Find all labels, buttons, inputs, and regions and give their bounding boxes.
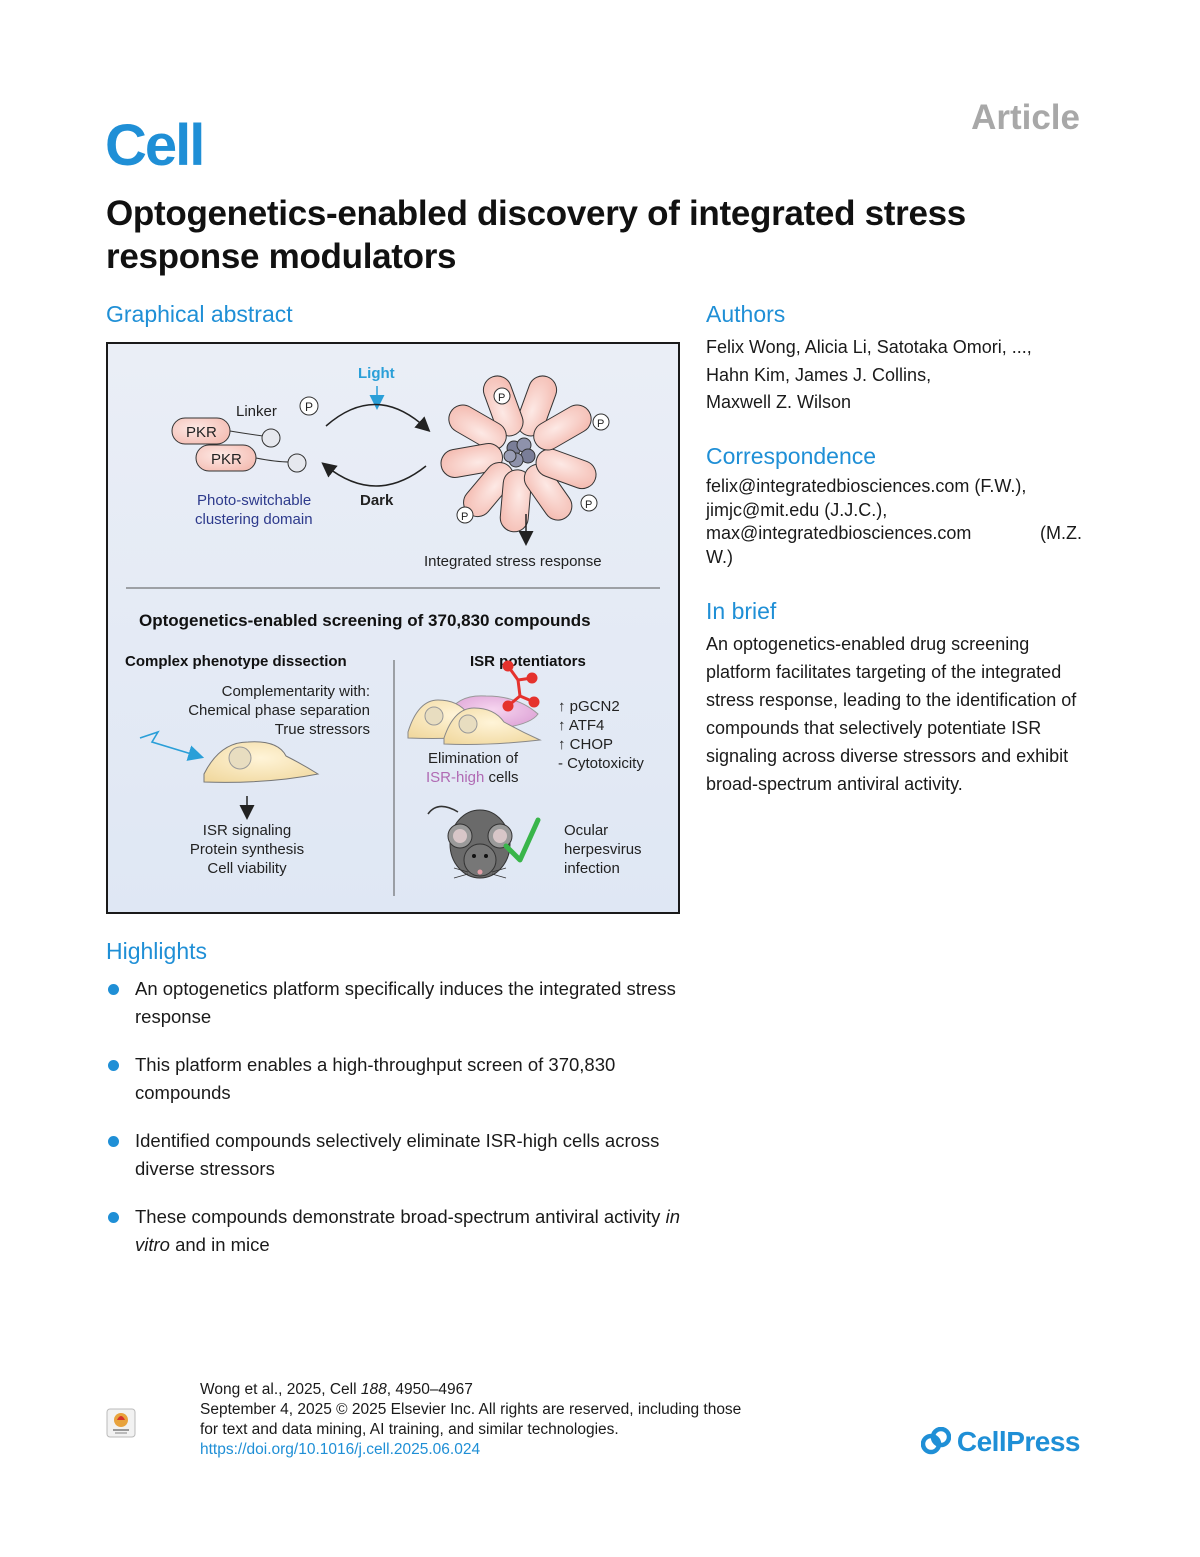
cellpress-logo-icon: [920, 1426, 952, 1462]
light-label: Light: [358, 365, 395, 382]
highlight-item: These compounds demonstrate broad-spectr…: [106, 1203, 686, 1259]
copyright-line-1: September 4, 2025 © 2025 Elsevier Inc. A…: [200, 1401, 742, 1418]
dark-label: Dark: [360, 492, 394, 509]
nucleus-icon: [228, 746, 252, 770]
pkr-label-1: PKR: [186, 424, 217, 441]
pgcn2-label: ↑ pGCN2: [558, 698, 620, 715]
phospho-label: P: [305, 400, 313, 414]
svg-text:P: P: [498, 392, 505, 404]
mouse-icon: [427, 805, 513, 879]
complementarity-line-3: True stressors: [275, 721, 370, 738]
bullet-icon: [108, 1212, 119, 1223]
authors-list: Felix Wong, Alicia Li, Satotaka Omori, .…: [706, 334, 1086, 417]
highlights-heading: Highlights: [106, 938, 207, 964]
highlight-text: Identified compounds selectively elimina…: [135, 1130, 660, 1179]
correspondence-initials: (M.Z.: [1040, 523, 1082, 543]
ocular-label-3: infection: [564, 860, 620, 877]
ocular-label-2: herpesvirus: [564, 841, 642, 858]
svg-text:P: P: [597, 418, 604, 430]
cells-label: cells: [484, 769, 518, 786]
in-brief-heading: In brief: [706, 598, 777, 624]
highlight-text: An optogenetics platform specifically in…: [135, 978, 676, 1027]
publisher-logo: CellPress: [920, 1426, 1081, 1462]
linker-1: [229, 430, 264, 437]
forward-arrow: [325, 403, 431, 433]
citation-line: Wong et al., 2025, Cell 188, 4950–4967: [200, 1381, 473, 1398]
footer-citation: Wong et al., 2025, Cell 188, 4950–4967 S…: [200, 1380, 840, 1460]
email-link[interactable]: max@integratedbiosciences.com: [706, 523, 972, 543]
elimination-label-1: Elimination of: [428, 750, 519, 767]
phospho-icon: [299, 396, 319, 416]
graphical-abstract-svg: Light Dark Linker P PKR PKR Photo-switch…: [108, 344, 678, 912]
left-panel-heading: Complex phenotype dissection: [125, 653, 347, 670]
highlight-text: These compounds demonstrate broad-spectr…: [135, 1206, 680, 1255]
molecule-icon: [502, 660, 540, 712]
authors-heading: Authors: [706, 301, 786, 327]
article-title: Optogenetics-enabled discovery of integr…: [106, 194, 966, 276]
reverse-arrow: [321, 462, 427, 487]
check-for-updates-icon[interactable]: [106, 1408, 136, 1438]
photo-switchable-label-1: Photo-switchable: [197, 492, 311, 509]
outcome-line-1: ISR signaling: [203, 822, 291, 839]
cytotoxicity-label: - Cytotoxicity: [558, 755, 644, 772]
authors-line: Hahn Kim, James J. Collins,: [706, 364, 932, 385]
correspondence-heading: Correspondence: [706, 443, 877, 469]
complementarity-line-2: Chemical phase separation: [188, 702, 370, 719]
outcome-line-3: Cell viability: [207, 860, 287, 877]
svg-text:P: P: [585, 499, 592, 511]
complementarity-line-1: Complementarity with:: [222, 683, 370, 700]
email-link[interactable]: jimjc@mit.edu (J.J.C.),: [706, 499, 888, 520]
chop-label: ↑ CHOP: [558, 736, 613, 753]
correspondence-line: max@integratedbiosciences.com (M.Z.: [706, 522, 1082, 546]
highlight-item: An optogenetics platform specifically in…: [106, 975, 686, 1031]
graphical-abstract-heading: Graphical abstract: [106, 301, 293, 327]
checkmark-icon: [503, 817, 541, 863]
pkr-cluster: P P P P: [440, 375, 610, 533]
atf4-label: ↑ ATF4: [558, 717, 604, 734]
outcome-line-2: Protein synthesis: [190, 841, 304, 858]
bullet-icon: [108, 984, 119, 995]
isr-high-label: ISR-high: [426, 769, 484, 786]
authors-line: Felix Wong, Alicia Li, Satotaka Omori, .…: [706, 337, 1032, 357]
bullet-icon: [108, 1136, 119, 1147]
linker-label: Linker: [236, 403, 277, 420]
clustering-domain-1: [261, 428, 281, 448]
isr-output-label: Integrated stress response: [424, 553, 602, 570]
email-link[interactable]: felix@integratedbiosciences.com (F.W.),: [706, 476, 1027, 496]
article-type: Article: [971, 98, 1080, 137]
copyright-line-2: for text and data mining, AI training, a…: [200, 1421, 619, 1438]
bullet-icon: [108, 1060, 119, 1071]
publisher-name: CellPress: [956, 1426, 1081, 1457]
graphical-abstract-figure: Light Dark Linker P PKR PKR Photo-switch…: [106, 342, 680, 914]
highlight-text: This platform enables a high-throughput …: [135, 1054, 616, 1103]
clustering-domain-2: [287, 453, 307, 473]
photo-switchable-label-2: clustering domain: [195, 511, 313, 528]
elimination-label-2: ISR-high cells: [426, 769, 519, 786]
ocular-label-1: Ocular: [564, 822, 608, 839]
highlight-item: Identified compounds selectively elimina…: [106, 1127, 686, 1183]
highlight-item: This platform enables a high-throughput …: [106, 1051, 686, 1107]
in-brief-text: An optogenetics-enabled drug screening p…: [706, 634, 1077, 794]
doi-link[interactable]: https://doi.org/10.1016/j.cell.2025.06.0…: [200, 1441, 481, 1458]
authors-line: Maxwell Z. Wilson: [706, 392, 852, 412]
journal-logo: Cell: [105, 113, 205, 178]
correspondence-initials-cont: W.): [706, 546, 733, 567]
highlights-section: Highlights An optogenetics platform spec…: [106, 938, 686, 1279]
pkr-label-2: PKR: [211, 451, 242, 468]
screen-title: Optogenetics-enabled screening of 370,83…: [139, 611, 591, 630]
svg-text:P: P: [461, 511, 468, 523]
right-panel-heading: ISR potentiators: [470, 653, 586, 670]
correspondence-list: felix@integratedbiosciences.com (F.W.), …: [706, 475, 1082, 569]
lightning-icon: [139, 730, 205, 761]
